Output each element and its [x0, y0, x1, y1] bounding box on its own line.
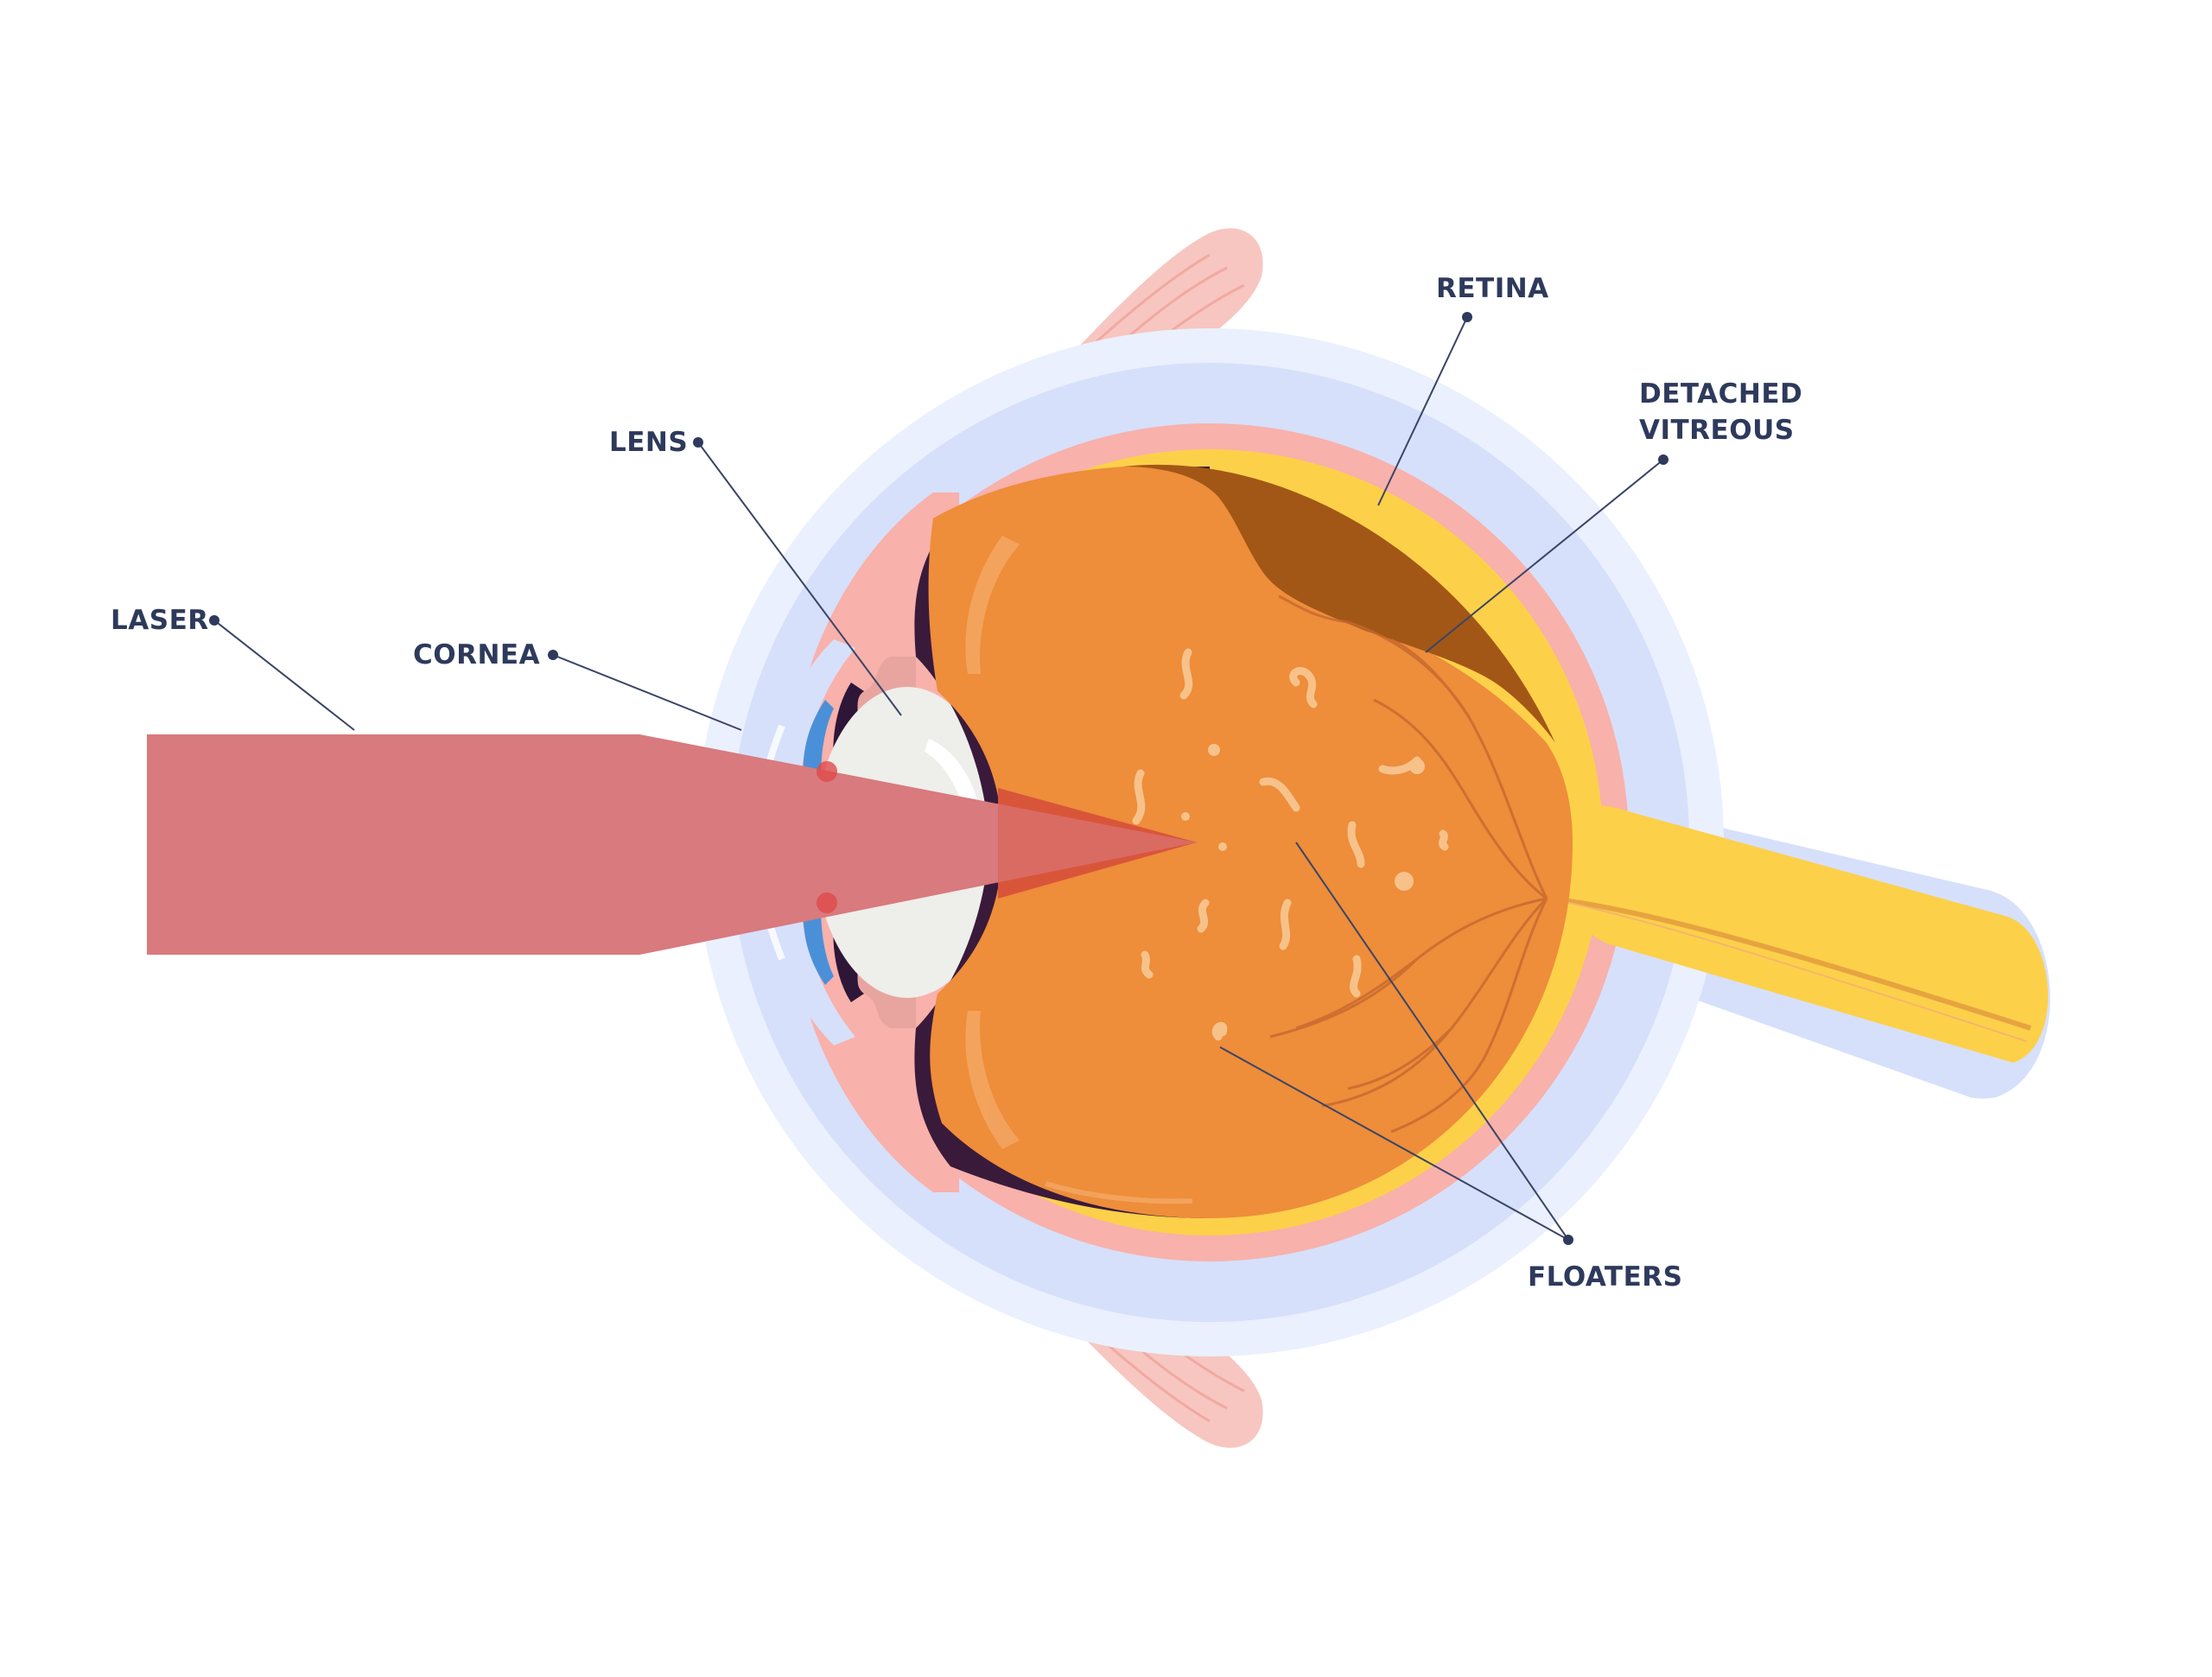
iris-upper: [803, 700, 834, 778]
callout-detached-vitreous: DETACHED VITREOUS: [1425, 378, 1802, 653]
label-laser: LASER: [111, 605, 209, 636]
detached-vitreous-region: [1123, 464, 1555, 743]
iris-contact-lower: [817, 892, 837, 913]
optic-nerve: [1546, 805, 2049, 1063]
floaters: [1132, 648, 1449, 1041]
iris-lower: [803, 907, 834, 985]
callout-floaters: FLOATERS: [1219, 842, 1682, 1293]
laser-beam: [147, 734, 1197, 955]
iris-contact-upper: [817, 761, 837, 782]
label-detached-vitreous-line2: VITREOUS: [1639, 415, 1795, 446]
label-detached-vitreous-line1: DETACHED: [1639, 378, 1802, 410]
label-floaters: FLOATERS: [1528, 1261, 1682, 1293]
callout-retina: RETINA: [1377, 273, 1549, 506]
callout-cornea: CORNEA: [413, 639, 742, 731]
callout-lens: LENS: [609, 427, 902, 716]
label-lens: LENS: [609, 427, 688, 458]
callout-laser: LASER: [111, 605, 355, 731]
vitreous-highlights: [965, 536, 1193, 1204]
label-retina: RETINA: [1436, 273, 1549, 304]
label-cornea: CORNEA: [413, 639, 540, 670]
retinal-vessels: [1269, 594, 1548, 1134]
floater-dots: [1181, 744, 1425, 891]
